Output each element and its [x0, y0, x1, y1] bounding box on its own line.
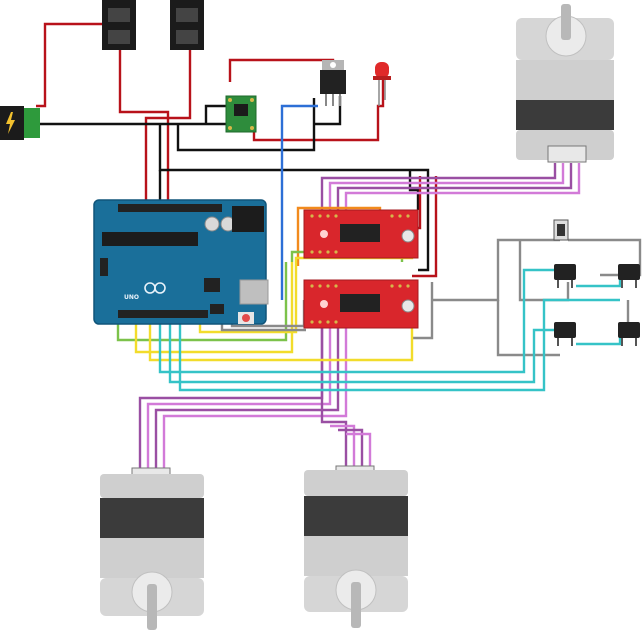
wire-black-gnd-1: [158, 124, 430, 272]
arduino-usb-port: [239, 279, 269, 305]
limit-switch-2: [618, 264, 640, 288]
stepper-driver-1: [303, 209, 419, 259]
stepper-motor-bottom-left: [100, 467, 204, 630]
power-connector-left: [102, 0, 136, 50]
arduino-icsp: [210, 304, 224, 314]
wire-purple-bottom-left-3: [154, 300, 340, 470]
wire-purple-bottom-right-2: [330, 424, 356, 468]
wire-gray-switches-3: [496, 300, 560, 357]
stepper-motor-bottom-right: [304, 465, 408, 628]
wire-red-left-connector: [36, 22, 106, 108]
atmega-chip: [102, 232, 198, 246]
wire-purple-bottom-right-3: [338, 428, 364, 468]
wire-purple-top-motor-2: [328, 163, 565, 212]
wire-red-right-connector: [144, 46, 192, 202]
limit-switch-3: [554, 322, 576, 346]
limit-switch-1: [554, 264, 576, 288]
wire-purple-top-motor-1: [320, 163, 557, 212]
wire-yellow-2: [148, 318, 414, 362]
wire-cyan-1: [158, 268, 560, 374]
wire-red-vmot: [228, 58, 335, 82]
wire-gray-switches-2: [432, 238, 560, 302]
wire-cyan-3: [178, 298, 620, 392]
wire-cyan-5: [576, 334, 622, 346]
stepper-motor-top: [516, 4, 614, 163]
buck-converter-module: [225, 95, 257, 133]
arduino-digital-header: [118, 204, 222, 212]
wire-purple-bottom-left-2: [146, 300, 332, 470]
wire-purple-bottom-right-4: [346, 432, 372, 468]
wire-black-gnd-4: [408, 170, 420, 210]
wire-yellow-1: [134, 262, 294, 354]
wire-red-driver-2: [412, 176, 438, 278]
arduino-dc-jack: [232, 206, 264, 232]
wire-black-gnd-6: [204, 104, 230, 124]
wire-green-2: [116, 262, 288, 342]
wire-cyan-2: [168, 322, 560, 384]
wire-purple-bottom-left-4: [162, 300, 348, 470]
voltage-regulator: [320, 60, 346, 106]
dc-power-jack: [0, 106, 40, 140]
arduino-pcb: [93, 199, 267, 325]
motor-top-connector: [547, 145, 587, 163]
push-button: [553, 219, 569, 241]
wire-purple-top-motor-3: [336, 163, 573, 212]
capacitor-1: [204, 216, 220, 232]
limit-switch-4: [618, 322, 640, 346]
arduino-brand-text: UNO: [124, 294, 139, 301]
arduino-uno-board: UNO: [93, 199, 269, 325]
arduino-logo-icon: [144, 282, 166, 294]
power-connector-right: [170, 0, 204, 50]
bolt-icon: [6, 112, 15, 134]
wire-purple-top-motor-4: [344, 163, 581, 212]
wire-cyan-4: [576, 276, 622, 288]
dc-jack-pcb: [24, 108, 40, 138]
wire-red-left-connector-2: [118, 46, 170, 202]
wire-red-reg-led: [252, 80, 385, 142]
wire-blue-5v: [280, 104, 318, 300]
led-indicator: [373, 62, 391, 106]
stepper-driver-2: [303, 279, 419, 329]
arduino-power-header: [118, 310, 208, 318]
